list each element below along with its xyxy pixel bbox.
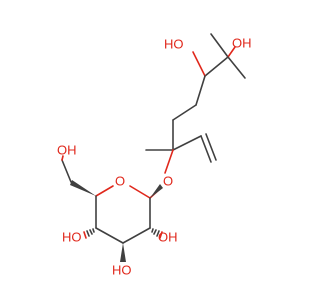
- sugar-ring: [95, 185, 151, 244]
- c1-ring-o-bond: [129, 185, 151, 199]
- bond-c4-c3-ring: [95, 227, 124, 244]
- c3-ether-o-bond: [164, 149, 174, 174]
- ring-substituents: [61, 155, 163, 262]
- atom-labels: HO OH O O OH HO HO OH: [57, 36, 252, 278]
- c6-oh-bond: [192, 51, 206, 77]
- c4-oh-hash: [83, 228, 95, 239]
- methyl-bond-c7-bottom: [227, 56, 246, 79]
- atom-label-ring-o: O: [115, 174, 125, 189]
- c2-oh-hash: [151, 228, 163, 239]
- ch2-bond: [61, 159, 72, 183]
- c7-oh-bond: [227, 46, 236, 58]
- atom-label-oh-c6: HO: [164, 37, 184, 52]
- bond-c5-c4: [172, 104, 197, 121]
- c1-anomeric-wedge: [150, 184, 163, 198]
- bond-c6-c5: [195, 75, 206, 106]
- bond-c3-vinyl: [172, 135, 202, 151]
- vinyl-double-bond-b: [205, 133, 217, 161]
- atom-label-oh-c3: HO: [112, 263, 132, 278]
- molecule-structure: HO OH O O OH HO HO OH: [57, 33, 252, 278]
- ch2-oh-bond: [61, 155, 64, 161]
- atom-label-oh-c2: OH: [158, 230, 178, 245]
- ring-o-c5-bond: [95, 185, 114, 197]
- atom-label-ch2-oh: OH: [57, 143, 77, 158]
- bond-c3-c2-ring: [122, 227, 151, 244]
- aglycone-chain: [145, 33, 246, 174]
- c5-ch2-wedge: [70, 180, 96, 196]
- bond-c7-c6: [204, 56, 229, 77]
- vinyl-double-bond-a: [200, 135, 212, 163]
- atom-label-ether-o: O: [163, 174, 173, 189]
- c3-oh-wedge: [120, 243, 126, 262]
- methyl-bond-c7-top: [210, 33, 229, 58]
- atom-label-oh-c4: HO: [62, 230, 82, 245]
- atom-label-oh-c7: OH: [232, 36, 252, 51]
